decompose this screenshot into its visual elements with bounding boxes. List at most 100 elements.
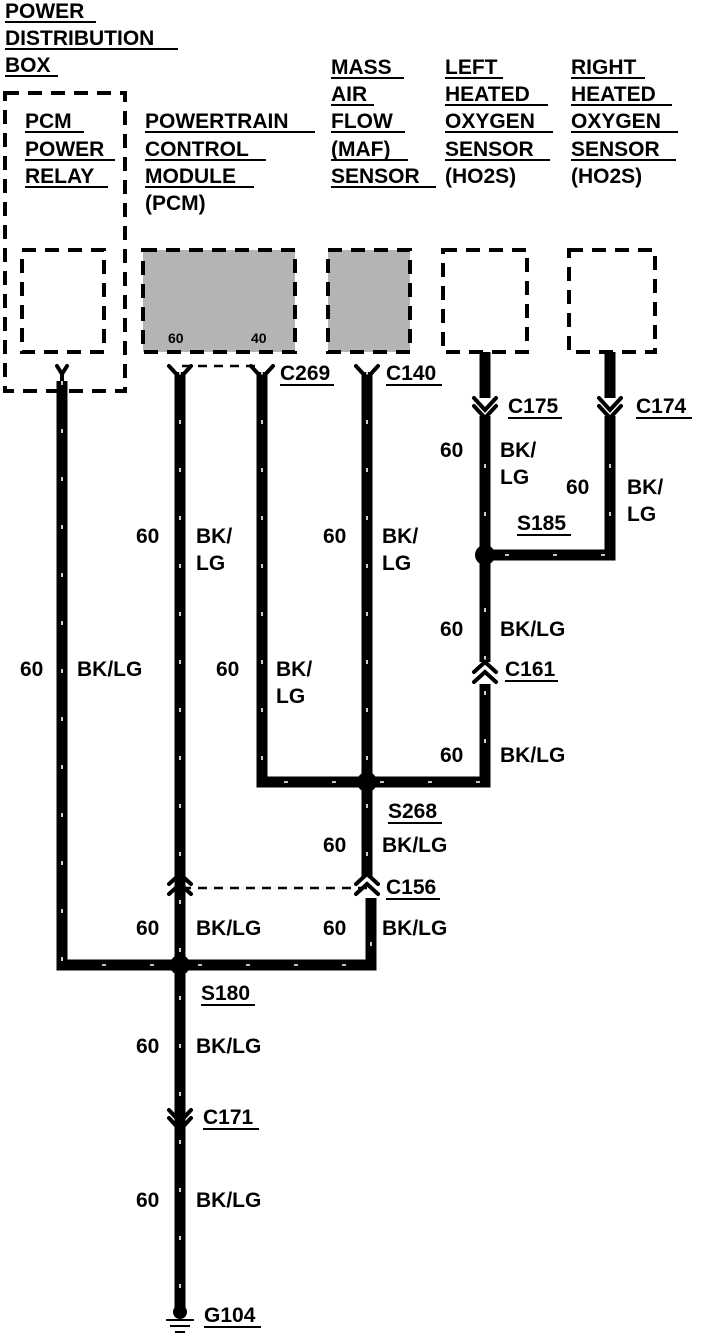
wire-label-c156-s180-right: 60 BK/LG [323, 917, 447, 940]
svg-text:60: 60 [136, 525, 159, 548]
wires [56, 352, 616, 1310]
wire-label-maf: 60 BK/ LG [323, 525, 418, 575]
svg-text:OXYGEN: OXYGEN [445, 110, 535, 133]
svg-text:BK/LG: BK/LG [77, 658, 142, 681]
svg-text:C269: C269 [280, 362, 330, 385]
wire-label-left-ho2s: 60 BK/ LG [440, 439, 536, 489]
svg-text:BK/LG: BK/LG [196, 1035, 261, 1058]
svg-text:POWER: POWER [25, 138, 104, 161]
svg-text:MASS: MASS [331, 56, 392, 79]
wire-label-relay: 60 BK/LG [20, 658, 142, 681]
svg-text:BK/: BK/ [627, 476, 663, 499]
svg-text:60: 60 [440, 744, 463, 767]
svg-text:LG: LG [627, 503, 656, 526]
pcm-pin-40: 40 [251, 330, 267, 346]
power-distribution-box [3, 91, 127, 393]
svg-text:LG: LG [382, 552, 411, 575]
svg-text:60: 60 [323, 834, 346, 857]
connector-c156-symbol [167, 871, 380, 896]
svg-text:RIGHT: RIGHT [571, 56, 637, 79]
svg-text:C140: C140 [386, 362, 436, 385]
svg-text:BK/: BK/ [196, 525, 232, 548]
svg-text:POWER: POWER [5, 0, 84, 23]
wire-label-c161-s268: 60 BK/LG [440, 744, 565, 767]
svg-text:BK/LG: BK/LG [382, 917, 447, 940]
wire-label-s185-c161: 60 BK/LG [440, 618, 565, 641]
svg-text:MODULE: MODULE [145, 165, 236, 188]
wire-label-pcm40: 60 BK/ LG [216, 658, 312, 708]
connector-c161-label: C161 [505, 658, 558, 682]
splice-s268-dot [357, 772, 377, 792]
maf-sensor-title: MASS AIR FLOW (MAF) SENSOR [331, 56, 436, 188]
connector-c175-label: C175 [508, 395, 562, 419]
svg-text:(MAF): (MAF) [331, 138, 390, 161]
connector-c171-symbol [167, 1108, 193, 1133]
wire-label-s268-c156: 60 BK/LG [323, 834, 447, 857]
pcm-power-relay-box [20, 248, 106, 383]
connector-c140-label: C140 [386, 362, 442, 386]
svg-text:LG: LG [196, 552, 225, 575]
svg-text:PCM: PCM [25, 110, 72, 133]
splice-s185-label: S185 [517, 512, 571, 536]
splice-s185-dot [475, 545, 495, 565]
wire-label-pcm60: 60 BK/ LG [136, 525, 232, 575]
svg-text:(PCM): (PCM) [145, 192, 206, 215]
svg-text:HEATED: HEATED [445, 83, 530, 106]
svg-text:BK/: BK/ [500, 439, 536, 462]
connector-c140-symbol [354, 364, 380, 381]
svg-text:(HO2S): (HO2S) [445, 165, 516, 188]
wire-label-c171-g104: 60 BK/LG [136, 1189, 261, 1212]
svg-text:CONTROL: CONTROL [145, 138, 249, 161]
svg-text:(HO2S): (HO2S) [571, 165, 642, 188]
svg-text:SENSOR: SENSOR [445, 138, 534, 161]
left-ho2s-box [441, 248, 529, 354]
svg-text:S180: S180 [201, 982, 250, 1005]
connector-c174-symbol [597, 396, 623, 421]
right-ho2s-box [567, 248, 657, 354]
wire-label-s180-c171: 60 BK/LG [136, 1035, 261, 1058]
splice-s180-dot [170, 955, 190, 975]
svg-text:60: 60 [323, 917, 346, 940]
wire-label-c156-s180-left: 60 BK/LG [136, 917, 261, 940]
svg-text:60: 60 [136, 917, 159, 940]
svg-text:AIR: AIR [331, 83, 367, 106]
connector-c171-label: C171 [203, 1106, 259, 1130]
svg-text:BK/LG: BK/LG [196, 917, 261, 940]
right-ho2s-title: RIGHT HEATED OXYGEN SENSOR (HO2S) [571, 56, 678, 188]
connector-c175-symbol [472, 396, 498, 421]
splice-s180-label: S180 [201, 982, 255, 1006]
svg-text:BK/: BK/ [276, 658, 312, 681]
ground-g104-symbol [166, 1305, 194, 1333]
svg-text:LG: LG [276, 685, 305, 708]
svg-text:LG: LG [500, 466, 529, 489]
svg-text:DISTRIBUTION: DISTRIBUTION [5, 27, 154, 50]
svg-text:HEATED: HEATED [571, 83, 656, 106]
svg-text:C174: C174 [636, 395, 687, 418]
connector-c269-label: C269 [280, 362, 334, 386]
svg-text:C171: C171 [203, 1106, 254, 1129]
svg-text:60: 60 [20, 658, 43, 681]
svg-text:60: 60 [323, 525, 346, 548]
svg-text:RELAY: RELAY [25, 165, 94, 188]
connector-c161-symbol [472, 659, 498, 684]
svg-text:G104: G104 [204, 1304, 256, 1327]
svg-text:OXYGEN: OXYGEN [571, 110, 661, 133]
svg-text:C175: C175 [508, 395, 559, 418]
left-ho2s-title: LEFT HEATED OXYGEN SENSOR (HO2S) [445, 56, 553, 188]
svg-text:POWERTRAIN: POWERTRAIN [145, 110, 289, 133]
svg-text:C156: C156 [386, 876, 436, 899]
svg-text:SENSOR: SENSOR [571, 138, 660, 161]
svg-text:60: 60 [440, 439, 463, 462]
connector-c269-symbol [249, 364, 275, 381]
pcm-pin-60: 60 [168, 330, 184, 346]
svg-text:60: 60 [136, 1189, 159, 1212]
connector-c174-label: C174 [636, 395, 692, 419]
connector-pcm60-symbol [167, 364, 193, 381]
ground-g104-label: G104 [204, 1304, 261, 1328]
svg-text:60: 60 [216, 658, 239, 681]
svg-text:60: 60 [440, 618, 463, 641]
svg-text:S185: S185 [517, 512, 566, 535]
pcm-title: POWERTRAIN CONTROL MODULE (PCM) [145, 110, 315, 215]
connector-c156-label: C156 [386, 876, 440, 900]
